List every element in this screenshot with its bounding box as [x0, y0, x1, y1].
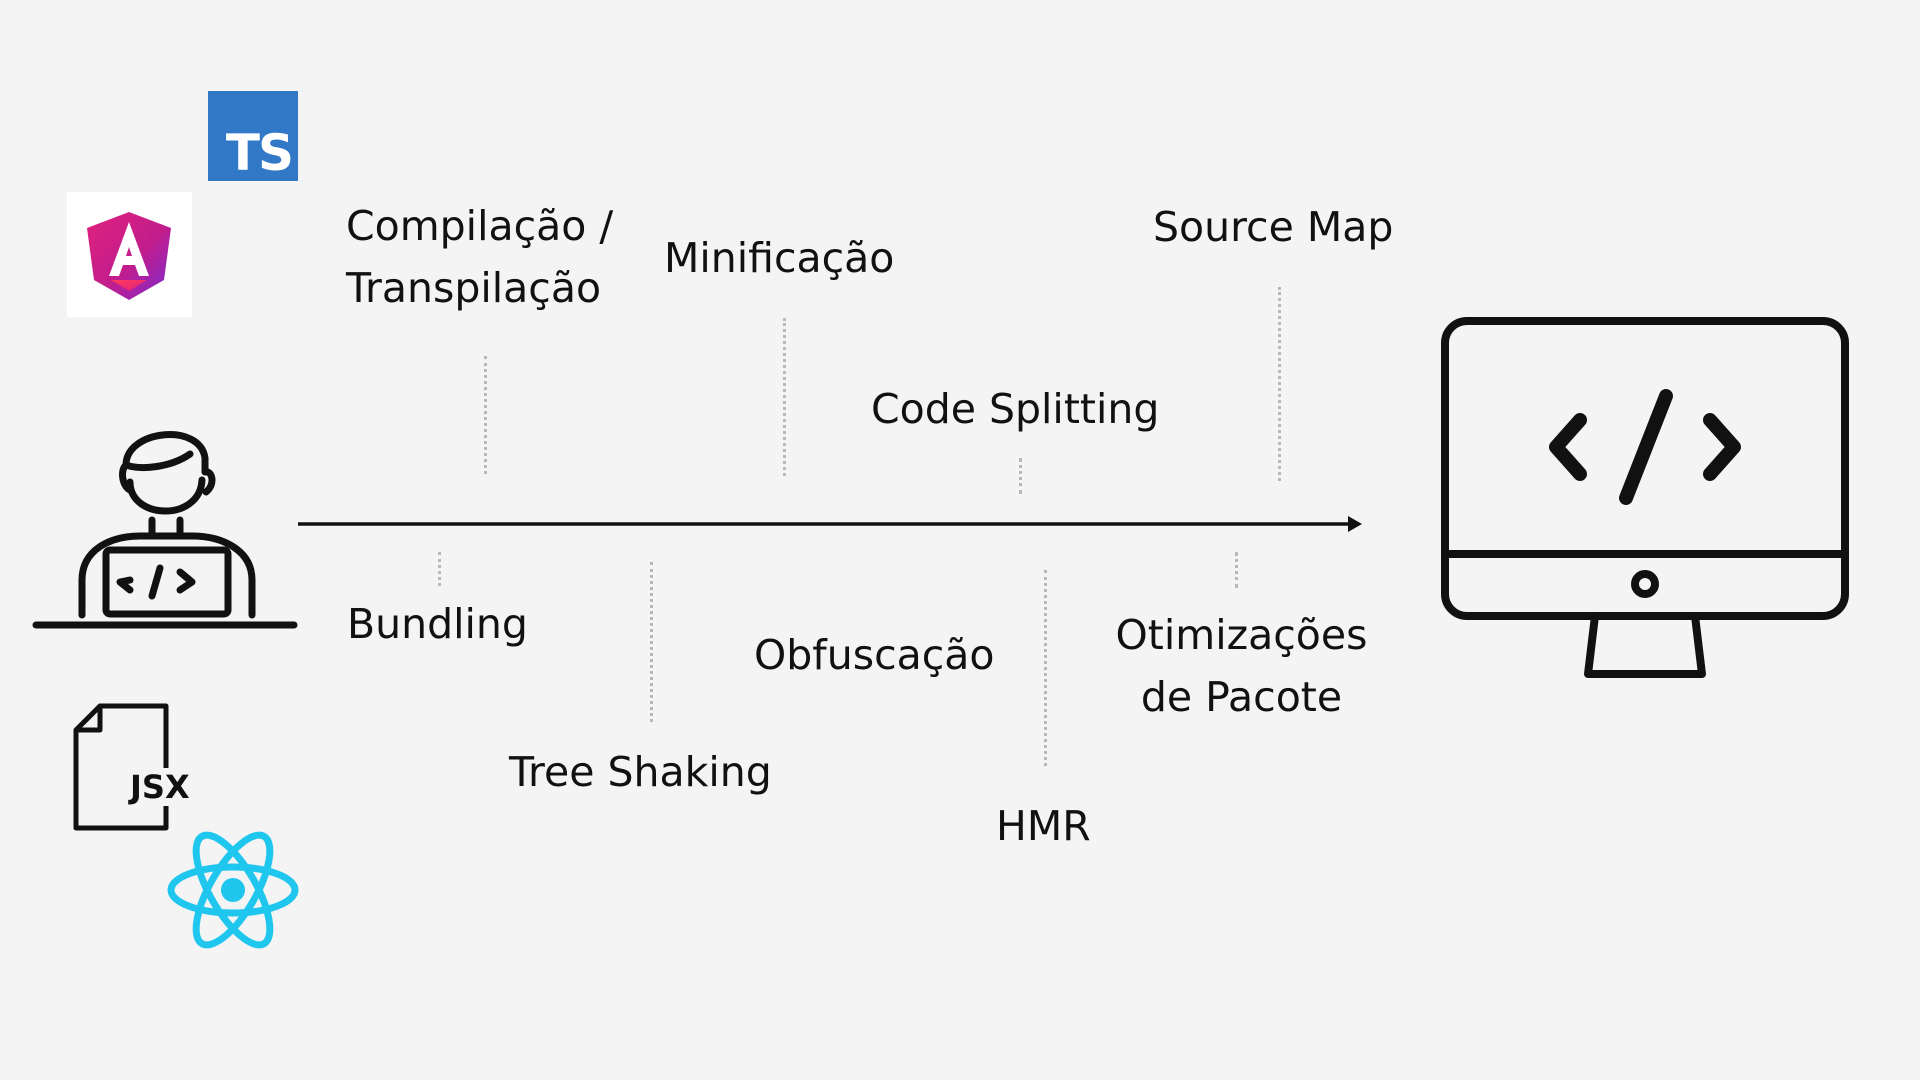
- connector-hmr: [1044, 570, 1047, 766]
- pipeline-arrow: [298, 515, 1364, 533]
- step-compilacao-line-1: Compilação /: [346, 202, 614, 250]
- step-tree-shaking: Tree Shaking: [509, 741, 772, 803]
- step-obfuscacao-text: Obfuscação: [754, 631, 995, 679]
- connector-otimizacoes: [1235, 552, 1238, 588]
- connector-bundling: [438, 552, 441, 586]
- step-code-splitting: Code Splitting: [871, 378, 1159, 440]
- step-otimizacoes-line-2: de Pacote: [1140, 673, 1343, 721]
- typescript-logo-text: TS: [225, 124, 294, 182]
- step-hmr: HMR: [996, 795, 1091, 857]
- step-minificacao: Minificação: [664, 227, 894, 289]
- step-bundling-text: Bundling: [347, 600, 528, 648]
- step-compilacao-line-2: Transpilação: [346, 264, 602, 312]
- step-tree-shaking-text: Tree Shaking: [509, 748, 772, 796]
- step-bundling: Bundling: [347, 593, 528, 655]
- jsx-file-icon: JSX: [72, 702, 212, 832]
- jsx-file-label: JSX: [128, 768, 192, 806]
- connector-compilacao: [484, 356, 487, 474]
- step-otimizacoes-de-pacote: Otimizações de Pacote: [1104, 604, 1379, 728]
- connector-tree-shaking: [650, 562, 653, 722]
- step-code-splitting-text: Code Splitting: [871, 385, 1160, 433]
- step-otimizacoes-line-1: Otimizações: [1115, 611, 1368, 659]
- developer-at-laptop-icon: [30, 410, 300, 635]
- typescript-logo-icon: TS: [208, 91, 298, 182]
- connector-code-splitting: [1019, 458, 1022, 494]
- angular-logo-icon: [67, 192, 192, 317]
- step-obfuscacao: Obfuscação: [754, 624, 995, 686]
- step-source-map: Source Map: [1153, 196, 1393, 258]
- step-source-map-text: Source Map: [1153, 203, 1394, 251]
- step-hmr-text: HMR: [996, 802, 1091, 850]
- step-minificacao-text: Minificação: [664, 234, 895, 282]
- step-compilacao-transpilacao: Compilação / Transpilação: [346, 195, 613, 319]
- monitor-code-icon: [1440, 316, 1850, 682]
- connector-minificacao: [783, 318, 786, 476]
- react-logo-icon: [166, 830, 300, 950]
- connector-source-map: [1278, 287, 1281, 481]
